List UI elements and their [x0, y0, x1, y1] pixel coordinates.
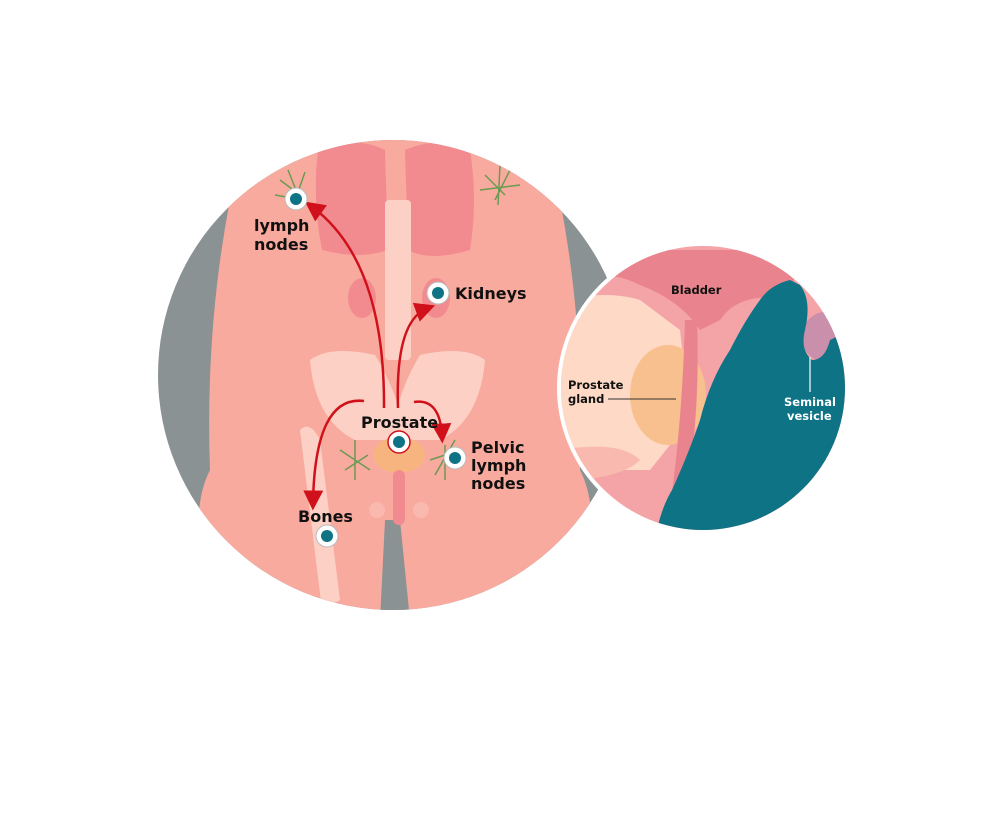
- label-seminal-vesicle-line1: Seminal: [784, 395, 836, 409]
- right-lung: [405, 142, 474, 256]
- label-lymph-nodes-line1: lymph: [254, 216, 309, 235]
- label-prostate: Prostate: [361, 413, 438, 432]
- left-arm: [198, 200, 282, 560]
- left-lung: [315, 142, 388, 255]
- urethra-inset: [668, 320, 698, 520]
- right-arm: [508, 200, 592, 560]
- spine: [385, 200, 411, 360]
- tumor-marker-icon: [426, 281, 450, 305]
- urethra: [393, 470, 405, 525]
- arrow-to-kidneys: [396, 302, 436, 409]
- tumor-markers: [284, 187, 467, 548]
- pelvis: [310, 351, 485, 440]
- label-bladder: Bladder: [671, 283, 722, 297]
- label-prostate-gland-line2: gland: [568, 392, 604, 406]
- spread-arrows: [303, 201, 452, 511]
- tumor-marker-icon: [315, 524, 339, 548]
- label-bones: Bones: [298, 507, 353, 526]
- tumor-mass: [655, 280, 845, 530]
- label-prostate-gland-line1: Prostate: [568, 378, 624, 392]
- arrow-to-pelvic-lymph-nodes: [413, 400, 452, 444]
- prostate-organ: [373, 437, 425, 473]
- femur: [300, 426, 340, 610]
- tumor-marker-icon: [387, 430, 411, 454]
- label-kidneys: Kidneys: [455, 284, 527, 303]
- tumor-marker-icon: [284, 187, 308, 211]
- arrow-to-lymph-nodes: [304, 201, 386, 409]
- label-lymph-nodes-line2: nodes: [254, 235, 308, 254]
- bladder: [590, 250, 800, 330]
- label-pelvic-lymph-nodes-line2: lymph: [471, 456, 526, 475]
- prostate-inset-circle: [561, 246, 845, 530]
- tumor-marker-icon: [443, 446, 467, 470]
- label-pelvic-lymph-nodes-line1: Pelvic: [471, 438, 524, 457]
- arrow-to-bones: [303, 399, 365, 511]
- label-pelvic-lymph-nodes-line3: nodes: [471, 474, 525, 493]
- label-seminal-vesicle-line2: vesicle: [787, 409, 832, 423]
